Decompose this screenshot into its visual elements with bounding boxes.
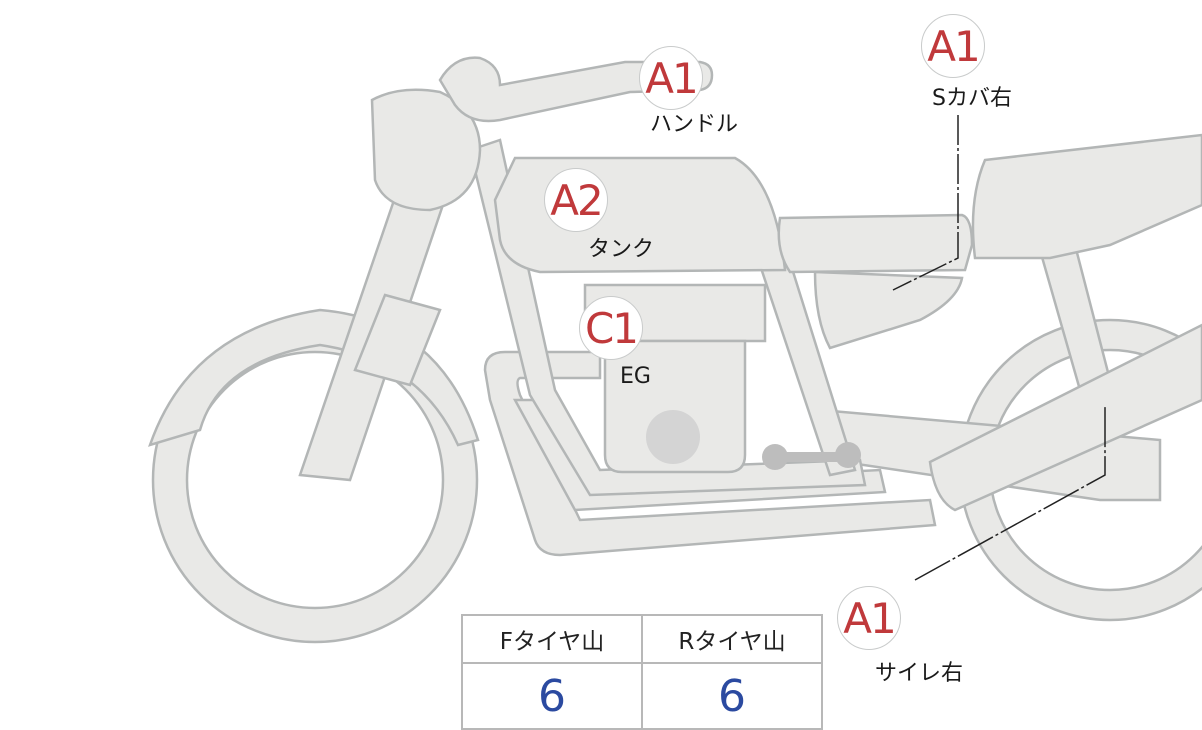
tire-tread-table: Fタイヤ山 Rタイヤ山 6 6 xyxy=(461,614,823,730)
label-handlebar: ハンドル xyxy=(650,112,739,137)
value-front-tire: 6 xyxy=(461,662,643,730)
label-side-cover: Sカバ右 xyxy=(932,86,1012,111)
leader-line-muffler xyxy=(914,405,1106,581)
label-engine: EG xyxy=(620,364,651,389)
header-front-tire: Fタイヤ山 xyxy=(461,614,643,664)
label-tank: タンク xyxy=(588,237,655,262)
code-badge-engine: C1 xyxy=(579,296,643,360)
value-rear-tire: 6 xyxy=(641,662,823,730)
seat xyxy=(777,213,974,274)
engine xyxy=(583,283,767,474)
front-wheel xyxy=(151,316,479,644)
muffler xyxy=(928,323,1202,512)
side-cover xyxy=(813,270,964,350)
label-muffler: サイレ右 xyxy=(875,661,964,686)
leader-line-side-cover xyxy=(892,115,959,291)
footpeg xyxy=(762,442,861,470)
headlight xyxy=(370,88,482,212)
code-badge-tank: A2 xyxy=(544,168,608,232)
header-rear-tire: Rタイヤ山 xyxy=(641,614,823,664)
code-badge-muffler: A1 xyxy=(837,586,901,650)
rear-cowl xyxy=(971,133,1202,260)
code-badge-handlebar: A1 xyxy=(639,46,703,110)
fork-clamp xyxy=(353,293,442,387)
code-badge-side-cover: A1 xyxy=(921,14,985,78)
